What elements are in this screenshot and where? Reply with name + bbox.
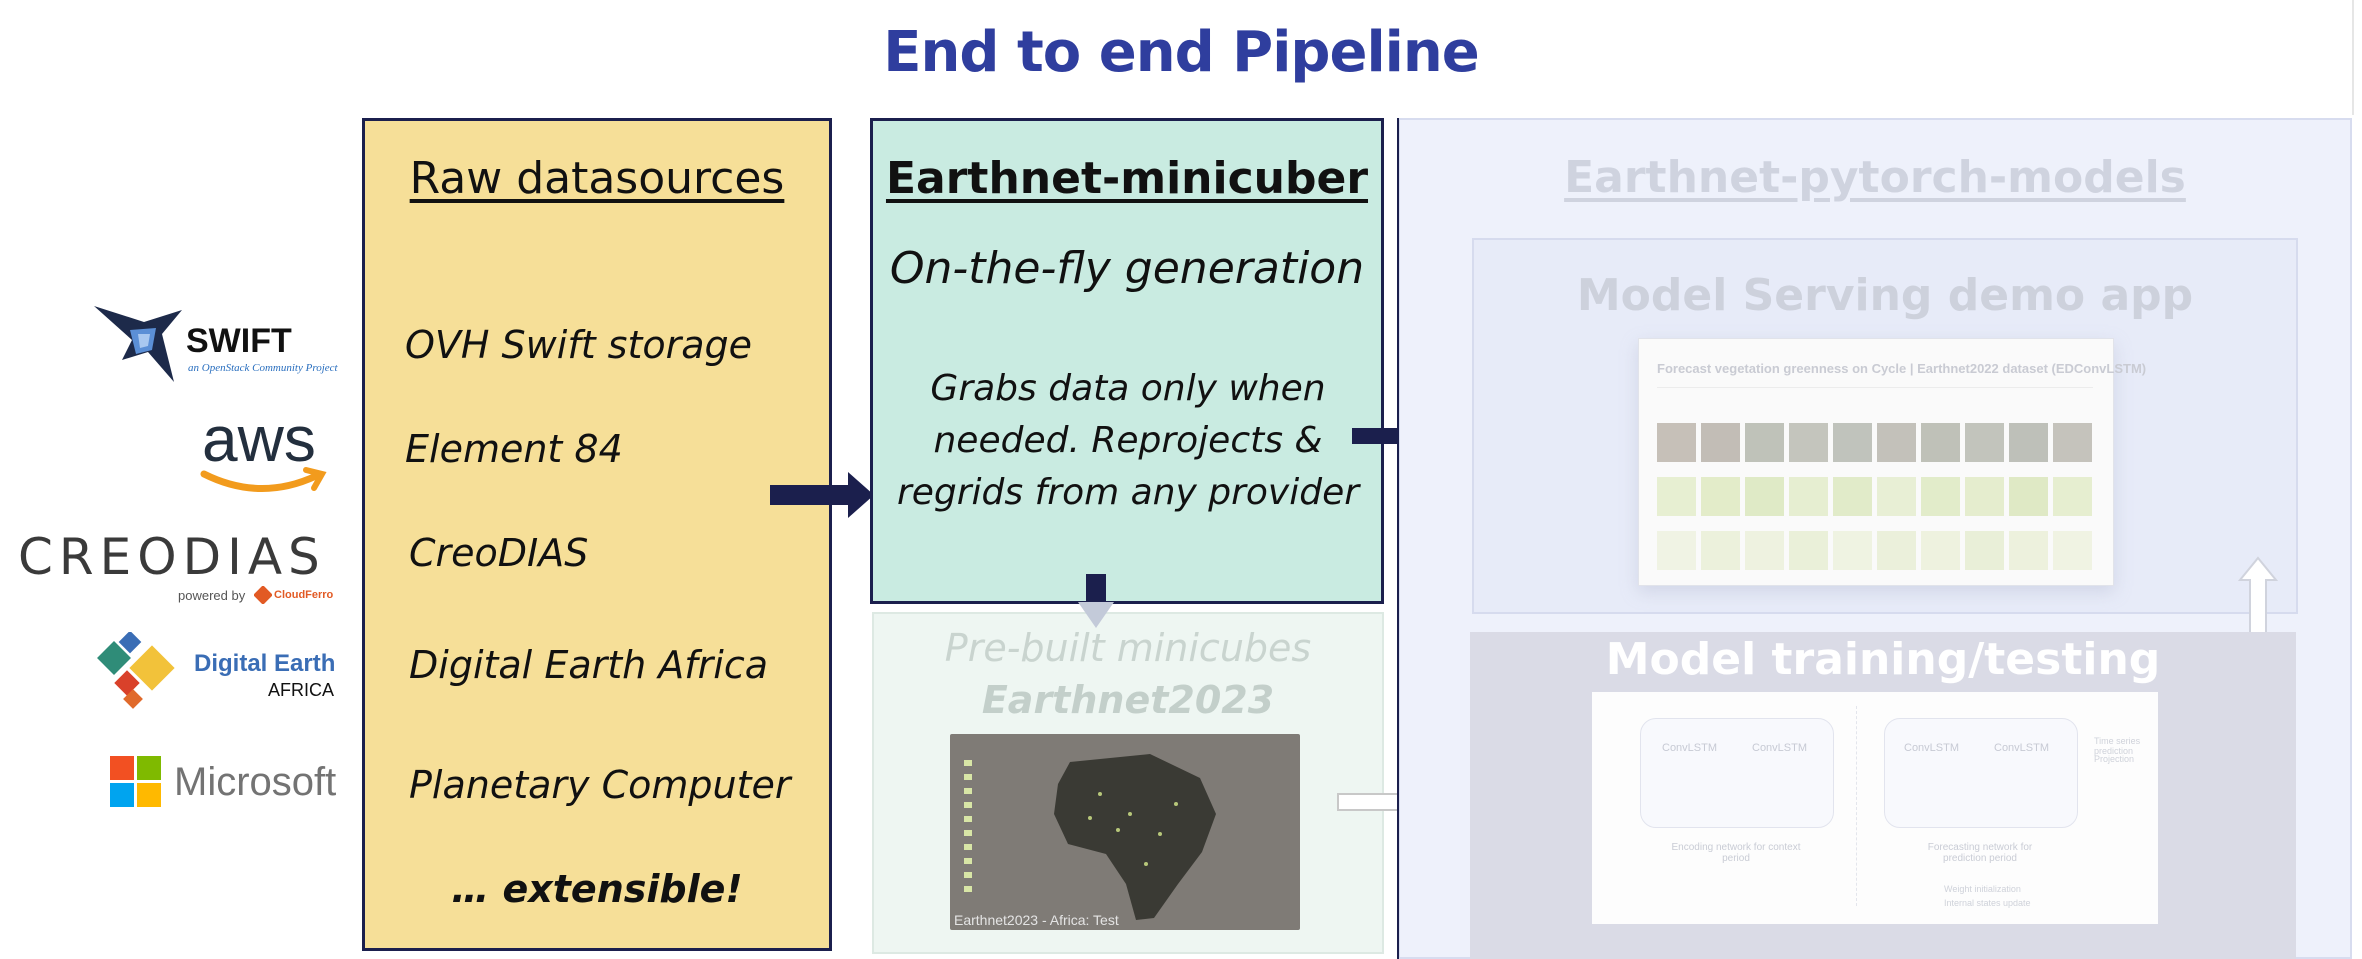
raw-extensible: … extensible! — [451, 867, 743, 911]
tile — [2009, 477, 2048, 516]
tile — [1789, 531, 1828, 570]
tile — [1921, 423, 1960, 462]
raw-item-creodias: CreoDIAS — [409, 531, 589, 575]
demo-row-2 — [1657, 477, 2097, 517]
raw-item-element84: Element 84 — [405, 427, 623, 471]
map-caption: Earthnet2023 - Africa: Test — [954, 912, 1119, 928]
tile — [1745, 531, 1784, 570]
decoder-box — [1884, 718, 2078, 828]
decoder-cell-2: ConvLSTM — [1994, 742, 2050, 754]
dea-line2: AFRICA — [268, 680, 335, 700]
africa-shape-icon — [964, 754, 1216, 920]
slide-edge — [2352, 0, 2354, 115]
tile — [1789, 423, 1828, 462]
tile — [1921, 477, 1960, 516]
tile — [1877, 423, 1916, 462]
tile — [1965, 423, 2004, 462]
projection-label: Projection — [2094, 754, 2135, 764]
demo-app-screenshot: Forecast vegetation greenness on Cycle |… — [1638, 338, 2146, 586]
tile — [1701, 531, 1740, 570]
tile — [1921, 531, 1960, 570]
tile — [2053, 531, 2092, 570]
tile — [1701, 477, 1740, 516]
creodias-name: CREODIAS — [18, 528, 326, 586]
dea-diamonds-icon — [97, 632, 175, 709]
tile — [1833, 531, 1872, 570]
dea-logo: Digital Earth AFRICA — [96, 632, 346, 712]
raw-item-planetary: Planetary Computer — [409, 763, 791, 807]
prebuilt-minicubes-panel: Pre-built minicubes Earthnet2023 Earthne… — [872, 612, 1384, 954]
demo-app-title: Forecast vegetation greenness on Cycle |… — [1657, 361, 2147, 376]
swift-name: SWIFT — [186, 322, 292, 360]
tile — [2009, 531, 2048, 570]
aws-smile-icon — [200, 467, 327, 492]
swift-logo: SWIFT an OpenStack Community Project — [92, 300, 352, 390]
tile — [1789, 477, 1828, 516]
page-title: End to end Pipeline — [883, 20, 1479, 85]
demo-app-divider — [1657, 387, 2093, 388]
tile — [1965, 477, 2004, 516]
demo-row-1 — [1657, 423, 2097, 463]
creodias-powered: powered by — [178, 588, 246, 603]
minicuber-title: Earthnet-minicuber — [885, 153, 1369, 204]
dea-line1: Digital Earth — [194, 650, 336, 677]
minicuber-panel: Earthnet-minicuber On-the-fly generation… — [870, 118, 1384, 604]
tile — [2009, 423, 2048, 462]
minicuber-desc-line-2: needed. Reprojects & — [933, 420, 1323, 461]
raw-datasources-title: Raw datasources — [409, 153, 785, 204]
tile — [2053, 477, 2092, 516]
encoder-cell-1: ConvLSTM — [1662, 742, 1718, 754]
microsoft-logo: Microsoft — [110, 756, 360, 812]
internal-states-label: Internal states update — [1944, 898, 2031, 908]
prebuilt-title: Pre-built minicubes — [944, 626, 1312, 670]
arrow-minicuber-to-prebuilt — [1078, 574, 1114, 628]
swift-bird-icon — [94, 306, 182, 382]
tile — [1657, 531, 1696, 570]
demo-row-3 — [1657, 531, 2097, 571]
tile — [1657, 477, 1696, 516]
minicuber-desc-line-3: regrids from any provider — [896, 472, 1360, 513]
encoder-box — [1640, 718, 1834, 828]
microsoft-squares-icon — [110, 756, 161, 807]
cloudferro-name: CloudFerro — [274, 589, 334, 601]
tile — [1745, 477, 1784, 516]
timeseries-label: Time series prediction — [2094, 736, 2141, 756]
tile — [1877, 477, 1916, 516]
arrow-raw-to-minicuber — [770, 472, 874, 518]
tile — [2053, 423, 2092, 462]
raw-item-ovh: OVH Swift storage — [405, 323, 753, 367]
prebuilt-dataset-name: Earthnet2023 — [981, 678, 1275, 722]
swift-tagline: an OpenStack Community Project — [188, 362, 338, 374]
panel-divider — [1397, 118, 1399, 959]
microsoft-name: Microsoft — [174, 760, 337, 804]
creodias-logo: CREODIAS powered by CloudFerro — [18, 528, 338, 608]
diagram-divider — [1856, 706, 1858, 906]
aws-name: aws — [202, 403, 316, 475]
tile — [1965, 531, 2004, 570]
encoder-cell-2: ConvLSTM — [1752, 742, 1808, 754]
minicuber-subtitle: On-the-fly generation — [889, 243, 1365, 294]
tile — [1657, 423, 1696, 462]
africa-map-image — [950, 734, 1300, 930]
raw-item-dea: Digital Earth Africa — [409, 643, 769, 687]
tile — [1833, 477, 1872, 516]
forecasting-caption: Forecasting network for prediction perio… — [1927, 842, 2033, 864]
encoding-caption: Encoding network for context period — [1671, 842, 1801, 864]
decoder-cell-1: ConvLSTM — [1904, 742, 1960, 754]
pytorch-models-title: Earthnet-pytorch-models — [1564, 152, 2186, 203]
minicuber-desc-line-1: Grabs data only when — [930, 368, 1326, 409]
raw-datasources-panel: Raw datasources OVH Swift storage Elemen… — [362, 118, 832, 951]
cloudferro-icon — [254, 586, 272, 604]
tile — [1877, 531, 1916, 570]
tile — [1745, 423, 1784, 462]
aws-logo: aws — [198, 403, 328, 500]
convlstm-diagram: ConvLSTM ConvLSTM ConvLSTM ConvLSTM Proj… — [1592, 692, 2158, 924]
model-serving-title: Model Serving demo app — [1576, 270, 2194, 321]
minicuber-description: Grabs data only when needed. Reprojects … — [893, 363, 1363, 519]
weight-init-label: Weight initialization — [1944, 884, 2021, 894]
tile — [1701, 423, 1740, 462]
tile — [1833, 423, 1872, 462]
